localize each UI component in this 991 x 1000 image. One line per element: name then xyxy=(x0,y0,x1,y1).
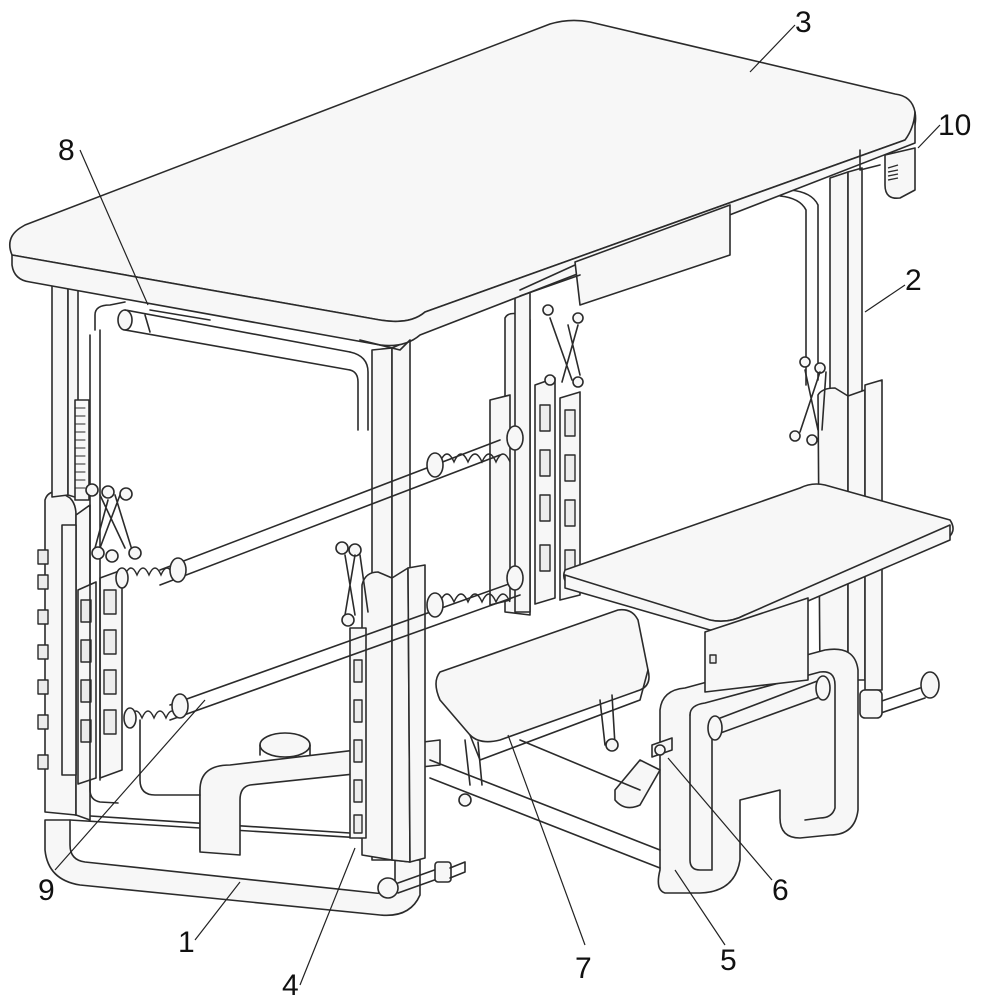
stop-pin xyxy=(651,737,673,758)
label-4: 4 xyxy=(282,969,299,1000)
label-9: 9 xyxy=(38,874,55,907)
leader-lines xyxy=(54,24,941,986)
backrest-panel xyxy=(435,608,661,809)
label-10: 10 xyxy=(938,109,971,142)
label-7: 7 xyxy=(575,952,592,985)
adjust-knob-front xyxy=(377,861,466,899)
label-1: 1 xyxy=(178,926,195,959)
left-scissor-link xyxy=(85,483,142,563)
label-5: 5 xyxy=(720,944,737,977)
part-labels: 3 10 2 8 9 1 4 7 5 6 xyxy=(38,6,971,1000)
front-scissor-link xyxy=(335,541,369,627)
label-6: 6 xyxy=(772,874,789,907)
front-right-leg xyxy=(349,339,426,863)
left-leg-column xyxy=(37,490,123,821)
floor-wheel xyxy=(259,732,311,758)
side-hook-clamp xyxy=(884,147,916,200)
label-2: 2 xyxy=(905,264,922,297)
top-crossbar xyxy=(117,309,369,431)
connecting-rods xyxy=(115,425,524,796)
label-3: 3 xyxy=(795,6,812,39)
upper-seat xyxy=(562,483,954,693)
rear-middle-leg xyxy=(489,291,584,616)
label-8: 8 xyxy=(58,134,75,167)
desktop-panel xyxy=(9,19,917,351)
